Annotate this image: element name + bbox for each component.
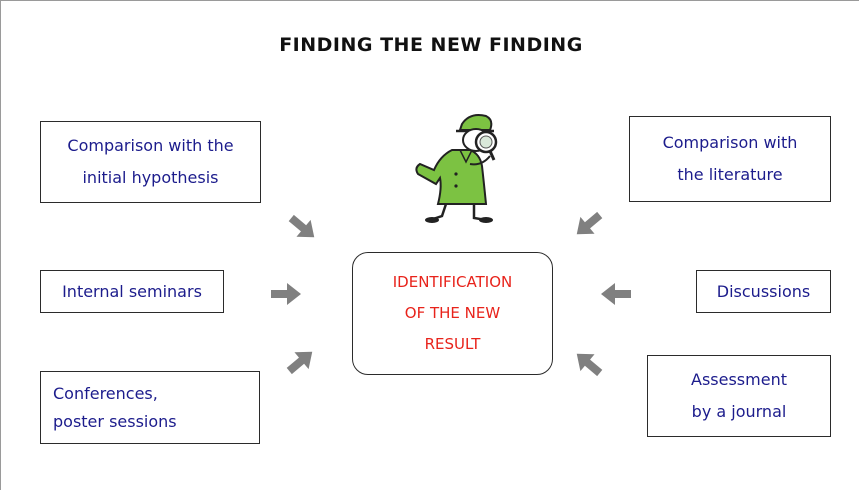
box-assessment: Assessment by a journal [647,355,831,437]
center-line: IDENTIFICATION [392,273,513,291]
box-internal-seminars: Internal seminars [40,270,224,313]
box-discussions: Discussions [696,270,831,313]
box-line: Assessment [691,370,787,389]
arrow-from-seminars [271,283,301,305]
box-comparison-literature: Comparison with the literature [629,116,831,202]
arrow-from-hypothesis [284,209,322,246]
box-line: Internal seminars [62,281,202,301]
arrow-from-discussions [601,283,631,305]
arrow-from-literature [569,206,607,243]
diagram-title: FINDING THE NEW FINDING [279,34,583,56]
center-line: OF THE NEW [404,304,501,322]
box-conferences: Conferences, poster sessions [40,371,260,444]
box-comparison-hypothesis: Comparison with the initial hypothesis [40,121,261,203]
center-result-box: IDENTIFICATION OF THE NEW RESULT [352,252,553,375]
box-line: poster sessions [53,411,177,431]
box-line: Discussions [716,281,811,301]
box-line: Comparison with [662,133,798,152]
box-line: Conferences, [53,383,158,403]
arrow-from-conferences [282,343,320,380]
box-line: the literature [677,165,783,184]
detective-icon [415,114,498,223]
box-line: by a journal [691,402,787,421]
center-line: RESULT [424,335,481,353]
box-line: Comparison with the [67,136,234,155]
box-line: initial hypothesis [82,168,219,187]
arrow-from-assessment [569,345,607,382]
